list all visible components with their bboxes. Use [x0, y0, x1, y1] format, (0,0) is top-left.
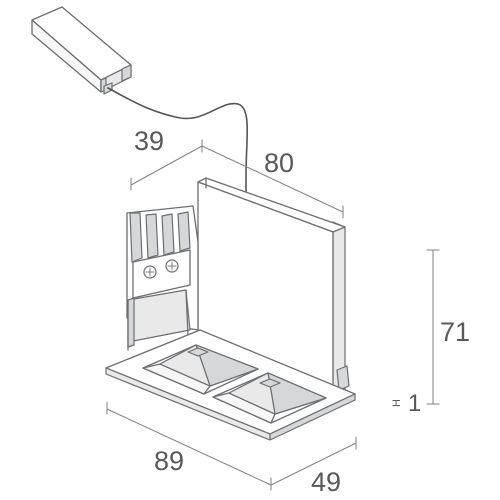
dimension-h-label: H — [391, 399, 403, 407]
spring-clip-bracket — [126, 205, 199, 351]
dimension-49-label: 49 — [311, 467, 341, 497]
recessed-housing — [197, 177, 346, 393]
dimension-89-label: 89 — [154, 446, 184, 476]
dimension-71-label: 71 — [440, 317, 470, 347]
dimension-39-label: 39 — [134, 126, 164, 156]
dimension-80-label: 80 — [264, 148, 294, 178]
dimension-flange: H 1 — [391, 390, 421, 417]
light-opening-right — [212, 372, 327, 424]
dimension-top: 39 80 — [130, 126, 344, 219]
light-opening-left — [142, 344, 259, 395]
dimension-1-label: 1 — [408, 390, 421, 417]
dimension-bottom: 89 49 — [106, 401, 357, 497]
dimension-height: 71 — [426, 249, 470, 405]
power-cable — [107, 87, 249, 216]
led-driver-box — [31, 6, 132, 95]
side-tab — [336, 365, 350, 391]
